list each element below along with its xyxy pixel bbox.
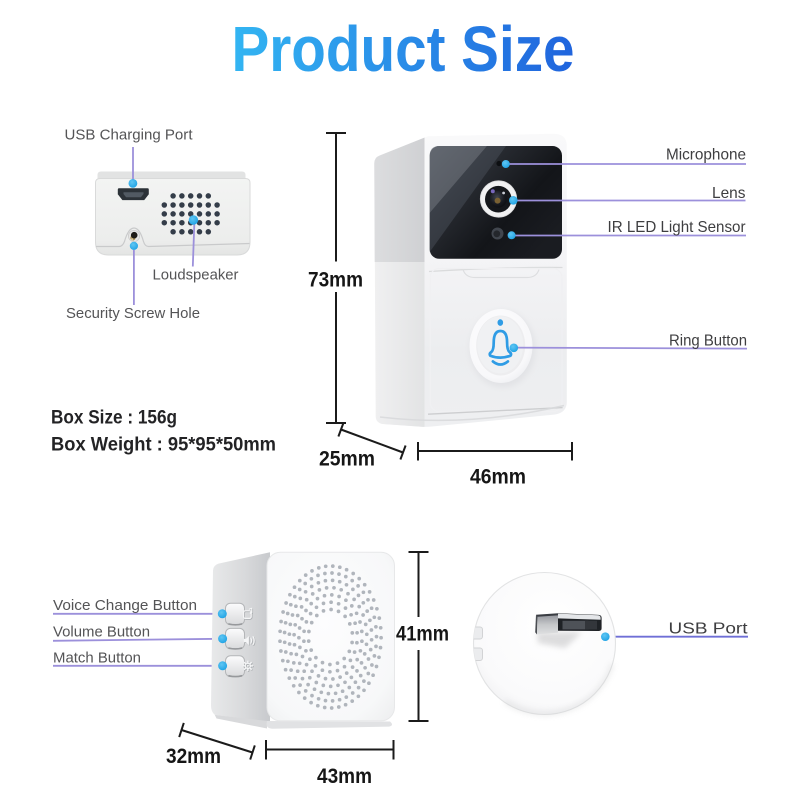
svg-text:Voice Change Button: Voice Change Button — [53, 597, 197, 614]
svg-text:Box Weight : 95*95*50mm: Box Weight : 95*95*50mm — [51, 435, 276, 456]
svg-text:Security Screw Hole: Security Screw Hole — [66, 305, 200, 322]
svg-text:Loudspeaker: Loudspeaker — [153, 267, 239, 284]
svg-text:Ring Button: Ring Button — [669, 333, 747, 350]
svg-text:73mm: 73mm — [308, 268, 363, 292]
svg-text:Match Button: Match Button — [53, 650, 141, 667]
svg-text:USB Port: USB Port — [669, 621, 749, 638]
svg-text:IR LED Light Sensor: IR LED Light Sensor — [608, 219, 747, 236]
svg-text:25mm: 25mm — [319, 447, 375, 471]
svg-text:USB Charging Port: USB Charging Port — [65, 127, 194, 144]
svg-text:Box Size : 156g: Box Size : 156g — [51, 408, 177, 429]
svg-text:Microphone: Microphone — [666, 147, 746, 164]
svg-text:Volume Button: Volume Button — [53, 624, 150, 641]
svg-text:Lens: Lens — [712, 185, 746, 202]
svg-text:41mm: 41mm — [396, 622, 449, 646]
svg-text:46mm: 46mm — [470, 465, 526, 489]
svg-text:32mm: 32mm — [166, 744, 221, 768]
svg-text:43mm: 43mm — [317, 764, 372, 788]
svg-text:Product Size: Product Size — [232, 13, 575, 85]
